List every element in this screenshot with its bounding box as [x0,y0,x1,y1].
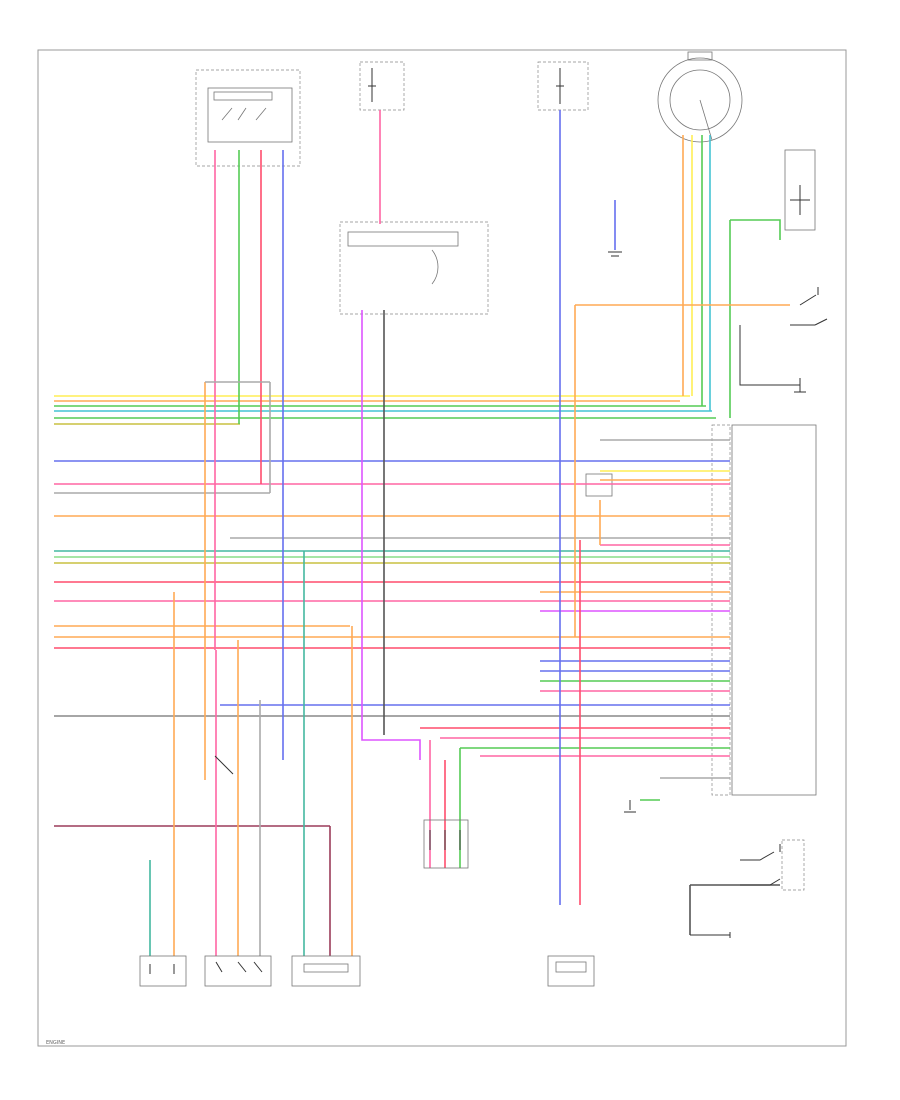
fuse-block-top-right [537,61,589,111]
sensor-wires [149,540,780,956]
ground-pcm-bottom [624,800,636,813]
distributor [657,51,743,143]
sensor-bottom-2 [204,955,272,987]
relay-center [339,221,489,315]
oil-pressure-sensor [585,473,613,497]
vertical-wires [204,110,790,905]
fuse-block-top-left [359,61,405,111]
ignition-coil [784,149,816,231]
ground-right [739,325,806,393]
switch-bottom-right [690,839,805,938]
transmission-range-sensor [195,69,301,167]
module-connector-bottom-center [423,819,469,869]
sensor-bottom-4 [547,955,595,987]
sensor-bottom-3 [291,955,361,987]
diagram-frame [37,49,847,1047]
switch-top-right [790,287,828,326]
ground-left-middle [214,755,234,775]
footer-tag: ENGINE [46,1040,66,1046]
pcm-connector [711,424,817,796]
pcm-pin-wires [220,439,730,801]
sensor-bottom-1 [139,955,187,987]
